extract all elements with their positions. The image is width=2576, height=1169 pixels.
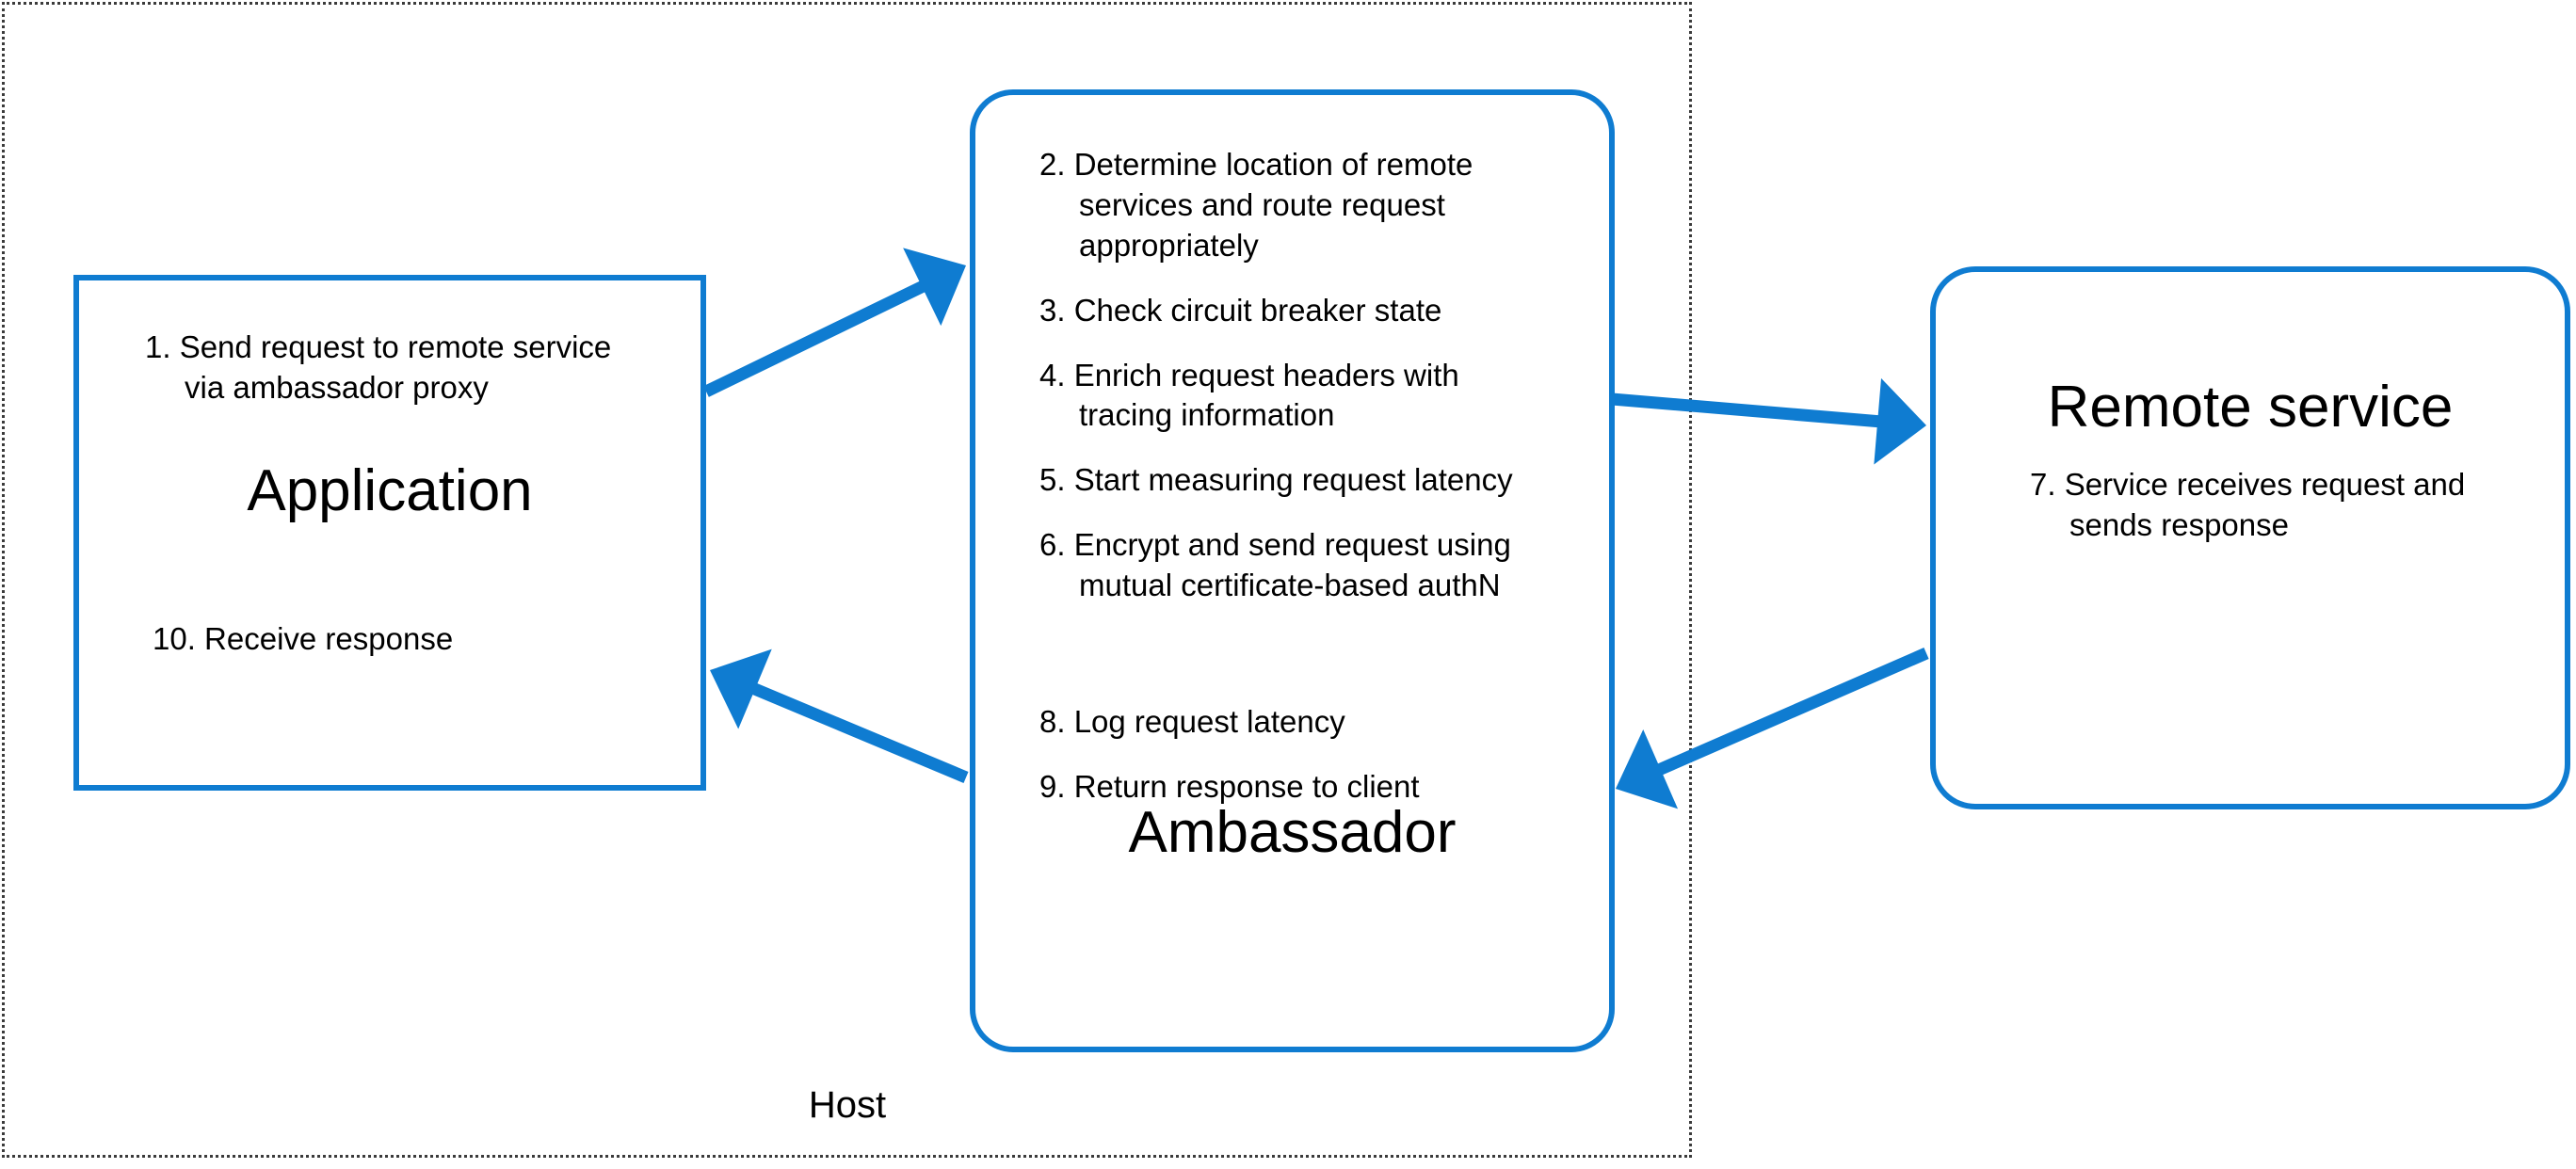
step-1: 1. Send request to remote service via am… [145, 329, 612, 405]
step-5: 5. Start measuring request latency [1039, 462, 1513, 498]
step-4: 4. Enrich request headers with tracing i… [1039, 357, 1459, 433]
application-steps-bottom: 10. Receive response [153, 619, 661, 684]
remote-service-steps: 7. Service receives request and sends re… [2030, 465, 2520, 546]
host-label: Host [808, 1084, 887, 1126]
ambassador-steps-top: 2. Determine location of remote services… [1039, 145, 1567, 631]
remote-service-title: Remote service [2047, 375, 2454, 440]
step-6: 6. Encrypt and send request using mutual… [1039, 527, 1511, 603]
step-9: 9. Return response to client [1039, 768, 1420, 804]
ambassador-title: Ambassador [1128, 800, 1457, 865]
application-steps-top: 1. Send request to remote service via am… [145, 328, 653, 433]
step-7: 7. Service receives request and sends re… [2030, 467, 2466, 542]
step-3: 3. Check circuit breaker state [1039, 292, 1442, 328]
node-ambassador[interactable]: 2. Determine location of remote services… [970, 89, 1615, 1052]
node-application[interactable]: 1. Send request to remote service via am… [73, 275, 706, 791]
node-remote-service[interactable]: Remote service 7. Service receives reque… [1930, 266, 2570, 809]
step-10: 10. Receive response [153, 621, 454, 656]
ambassador-steps-bottom: 8. Log request latency 9. Return respons… [1039, 702, 1567, 832]
host-boundary [2, 2, 1692, 1158]
application-title: Application [247, 458, 533, 523]
step-8: 8. Log request latency [1039, 704, 1345, 739]
step-2: 2. Determine location of remote services… [1039, 147, 1473, 263]
